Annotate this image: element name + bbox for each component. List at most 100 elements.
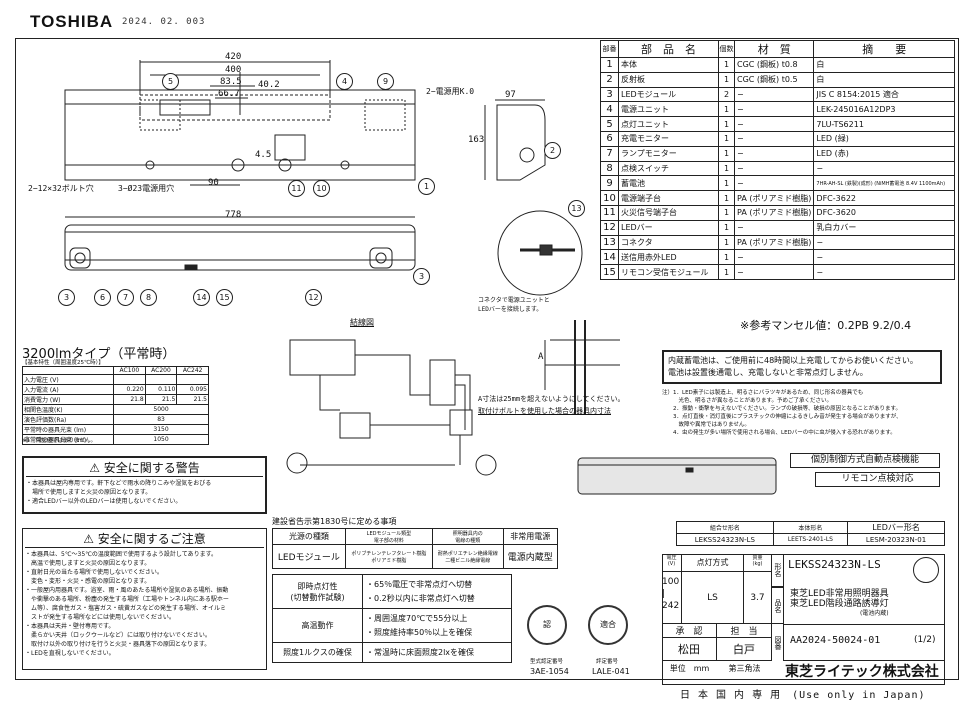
doc-date: 2024. 02. 003: [122, 17, 206, 27]
parts-cell: 点検スイッチ: [618, 160, 719, 177]
parts-cell: 1: [718, 101, 735, 118]
parts-cell: 白: [813, 71, 955, 88]
spec-cell: 0.220: [113, 384, 146, 396]
notice-h3: 照明器具内の 電線の種類: [431, 528, 504, 545]
perf-value-3: ・常温時に床面照度2lxを確保: [362, 642, 512, 663]
col-remarks: 摘 要: [813, 40, 955, 58]
notice-table: 光源の種類 LEDモジュール類型 電子部の材料 照明器具内の 電線の種類 非常用…: [272, 528, 559, 569]
parts-cell: 9: [600, 175, 619, 192]
text-line: 柔らかい天井（ロックウールなど）には取り付けないでください。: [25, 632, 211, 639]
parts-cell: 5: [600, 116, 619, 132]
combo-h1: 組合せ形名: [676, 521, 774, 534]
notice-h4: 非常用電源: [502, 528, 559, 545]
parts-cell: LEDバー: [618, 219, 719, 236]
dim-97: 97: [505, 90, 516, 100]
callout-10: 10: [313, 180, 330, 197]
method-value: LS: [682, 572, 744, 624]
warning-box: ⚠ 安全に関する警告 ・本器具は屋内専用です。軒下などで雨水の降りこみや湿気をお…: [22, 456, 267, 514]
callout-8: 8: [140, 289, 157, 306]
callout-3r: 3: [413, 268, 430, 285]
approver-name: 松田: [662, 638, 717, 661]
parts-cell: 8: [600, 160, 619, 177]
title-block: [662, 554, 945, 685]
parts-cell: 3: [600, 86, 619, 103]
feature-remote: リモコン点検対応: [815, 472, 940, 487]
callout-11: 11: [288, 180, 305, 197]
spec-cell: 21.5: [176, 394, 209, 406]
notice-c1: LEDモジュール: [272, 544, 346, 569]
text-line: 3．点灯直後・消灯直後にプラスチックの伸縮によるきしみ音が発生する場合があります…: [662, 414, 902, 420]
perf-label-3: 照度1ルクスの確保: [272, 642, 363, 663]
parts-cell: 13: [600, 234, 619, 251]
combo-c2: LEETS-2401-LS: [772, 533, 849, 546]
dim-420: 420: [225, 52, 242, 62]
spec-label: 平常時の器具光束 (lm): [21, 424, 115, 436]
spec-value: 1050: [113, 434, 209, 446]
parts-cell: LED (緑): [813, 130, 955, 147]
dim-40: 40.2: [258, 80, 280, 90]
parts-cell: 1: [718, 219, 735, 236]
parts-cell: PA (ポリアミド樹脂): [733, 204, 815, 221]
combo-c1: LEKSS24323N-LS: [676, 533, 774, 546]
parts-cell: LEDモジュール: [618, 86, 719, 103]
model-circle: [913, 557, 939, 583]
parts-cell: 1: [718, 190, 735, 206]
dim-83: 83.5: [220, 77, 242, 87]
parts-cell: 1: [718, 204, 735, 221]
notice-h2: LEDモジュール類型 電子部の材料: [344, 528, 433, 545]
col-part-name: 部 品 名: [618, 40, 719, 58]
hole-label: 3−Ø23電源用穴: [118, 184, 175, 193]
callout-1: 1: [418, 178, 435, 195]
footer-note: 日 本 国 内 専 用 (Use only in Japan): [680, 690, 926, 701]
a-note-2: 取付けボルトを使用した場合の器具内寸法: [478, 407, 611, 415]
parts-cell: −: [733, 175, 815, 192]
spec-cell: 消費電力 (W): [21, 394, 115, 406]
parts-cell: LED (赤): [813, 145, 955, 162]
parts-cell: 6: [600, 130, 619, 147]
name-label: 品名: [772, 587, 784, 624]
parts-cell: PA (ポリアミド樹脂): [733, 234, 815, 251]
battery-notice: 内蔵蓄電池は、ご使用前に48時間以上充電してからお使いください。 電池は設置後通…: [662, 350, 942, 384]
parts-header: 部番 部 品 名 個数 材 質 摘 要: [600, 40, 955, 58]
parts-cell: 1: [718, 175, 735, 192]
cert-label-2: 評定番号: [596, 659, 619, 665]
text-line: 故障や異常ではありません。: [662, 422, 750, 428]
parts-cell: −: [813, 249, 955, 266]
notice-title: 建設省告示第1830号に定める事項: [272, 517, 397, 526]
text-line: 光色、明るさが異なることがあります。予めご了承ください。: [662, 398, 832, 404]
parts-cell: 11: [600, 204, 619, 221]
cert-num-1: 3AE-1054: [530, 667, 569, 676]
parts-cell: −: [733, 130, 815, 147]
text-line: ・本器具は天井・壁付専用です。: [25, 623, 115, 630]
approve-label: 承 認: [662, 624, 717, 638]
parts-cell: −: [813, 160, 955, 177]
battery-line-1: 内蔵蓄電池は、ご使用前に48時間以上充電してからお使いください。: [668, 356, 918, 365]
drawing-frame: [15, 38, 959, 680]
drawing-cell: [784, 624, 945, 661]
product-name: 東芝LED非常用照明器具 東芝LED階段通路誘導灯 (電池内蔵): [790, 589, 889, 619]
method-label: 点灯方式: [682, 554, 744, 572]
text-line: 高温で使用しますと火災の原因となります。: [25, 560, 151, 567]
text-line: ストが発生する場所などには使用しないでください。: [25, 614, 175, 621]
parts-cell: 2: [600, 71, 619, 88]
model-label: 形名: [772, 554, 784, 587]
battery-line-2: 電池は設置後通電し、充電しないと非常点灯しません。: [668, 368, 868, 377]
parts-cell: 1: [718, 130, 735, 147]
parts-cell: 反射板: [618, 71, 719, 88]
spec-note: ※1 保証値ではありません。: [22, 438, 96, 444]
spec-header-cell: AC100: [113, 365, 146, 376]
charge-label: 担 当: [717, 624, 772, 638]
parts-cell: −: [813, 234, 955, 251]
caution-box: ⚠ 安全に関するご注意 ・本器具は、5℃〜35℃の温度範囲で使用するよう設計して…: [22, 528, 267, 670]
parts-cell: −: [813, 264, 955, 280]
parts-cell: 1: [718, 116, 735, 132]
dim-400: 400: [225, 65, 242, 75]
spec-label: 相関色温度(K): [21, 404, 115, 416]
spec-header-cell: [21, 365, 115, 376]
